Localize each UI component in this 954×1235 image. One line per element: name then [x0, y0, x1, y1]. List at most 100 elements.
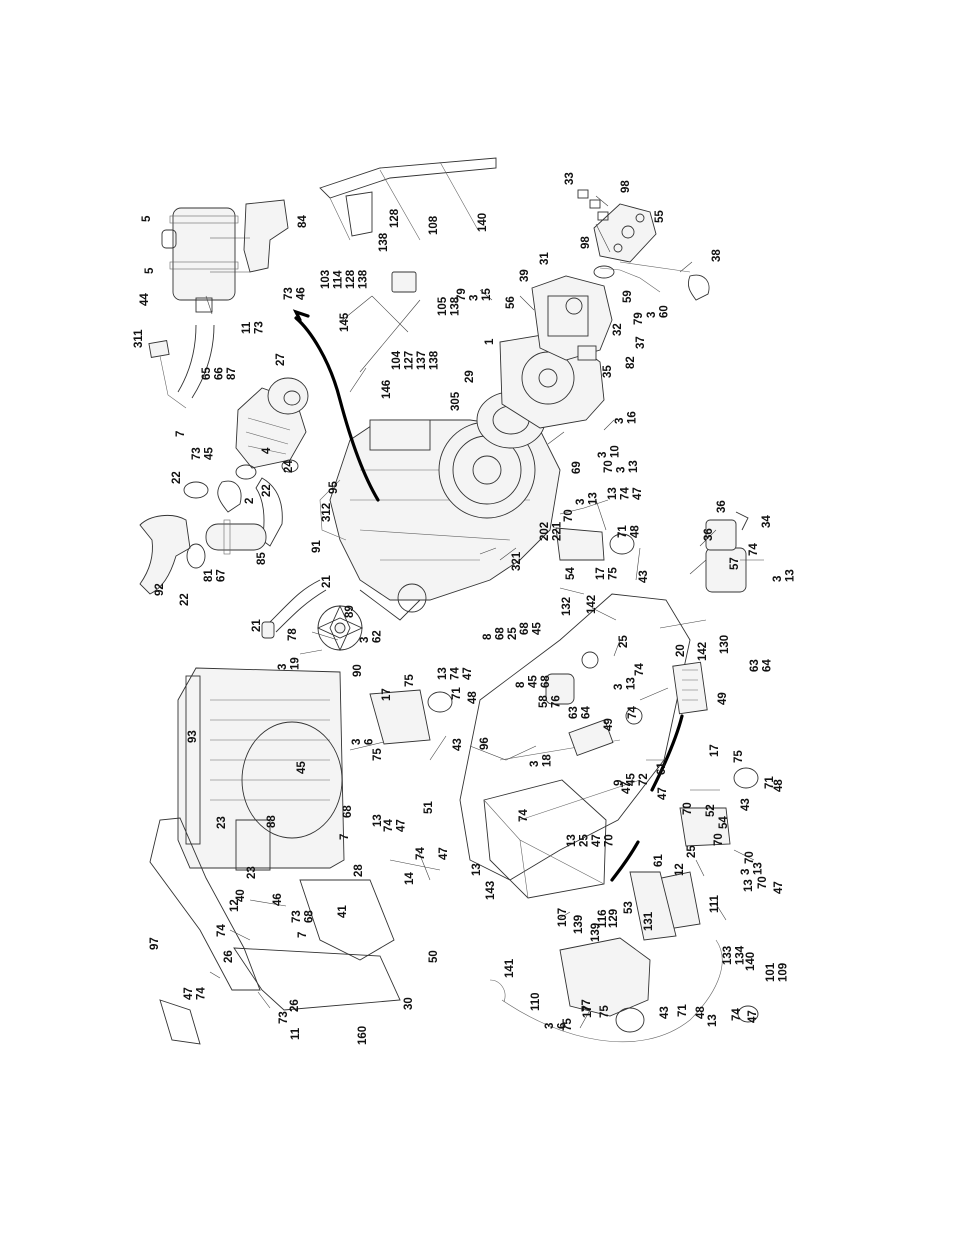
callout-number: 8: [482, 633, 494, 640]
callout-label: 98: [620, 180, 632, 193]
callout-number: 221: [552, 521, 564, 541]
callout-number: 68: [342, 805, 354, 818]
callout-label: 128: [389, 208, 401, 228]
callout-label: 25: [686, 845, 698, 858]
callout-label: 34: [761, 515, 773, 528]
callout-label: 101109: [765, 962, 790, 982]
callout-number: 48: [630, 525, 642, 538]
callout-number: 138: [378, 232, 390, 252]
callout-label: 13: [471, 863, 483, 876]
callout-number: 137: [416, 351, 428, 370]
callout-number: 7: [339, 834, 351, 840]
callout-number: 3: [616, 467, 628, 473]
callout-label: 13: [743, 879, 755, 892]
callout-label: 108: [428, 215, 440, 235]
callout-label: 6364: [568, 706, 593, 719]
callout-number: 64: [581, 706, 593, 719]
callout-number: 19: [290, 657, 302, 670]
callout-label: 75: [562, 1018, 574, 1031]
callout-label: 43: [452, 738, 464, 751]
callout-number: 75: [608, 567, 620, 580]
callout-number: 8: [515, 681, 527, 688]
callout-number: 129: [608, 909, 620, 928]
callout-number: 15: [481, 288, 493, 301]
callout-number: 25: [507, 627, 519, 640]
callout-number: 39: [519, 269, 531, 282]
callout-label: 23: [216, 816, 228, 829]
callout-label: 74: [415, 847, 427, 860]
callout-number: 17: [595, 567, 607, 580]
callout-label: 107: [557, 908, 569, 927]
cooling-fan: [316, 604, 364, 652]
callout-number: 71: [764, 776, 776, 789]
callout-label: 116: [597, 909, 609, 928]
callout-number: 6: [557, 1023, 569, 1029]
callout-label: 6364: [749, 659, 774, 672]
callout-number: 3: [613, 684, 625, 690]
callout-label: 75: [599, 1005, 611, 1018]
callout-number: 13: [607, 487, 619, 500]
callout-number: 4: [261, 447, 273, 454]
callout-number: 47: [438, 847, 450, 860]
callout-number: 3: [772, 576, 784, 582]
callout-label: 70: [757, 876, 769, 889]
callout-number: 74: [450, 667, 462, 680]
callout-label: 69: [571, 461, 583, 474]
callout-number: 74: [627, 706, 639, 719]
callout-label: 7148: [617, 525, 642, 538]
callout-label: 6845: [519, 622, 544, 635]
mount-bracket-left: [369, 689, 453, 745]
callout-number: 64: [762, 659, 774, 672]
callout-number: 25: [686, 845, 698, 858]
callout-label: 49: [717, 692, 729, 705]
callout-number: 45: [532, 622, 544, 635]
callout-label: 54: [565, 567, 577, 580]
callout-label: 71: [451, 687, 463, 700]
callout-number: 305: [450, 391, 462, 411]
callout-number: 13: [471, 863, 483, 876]
callout-number: 13: [588, 492, 600, 505]
callout-number: 55: [654, 210, 666, 223]
callout-label: 52: [705, 804, 717, 817]
callout-number: 47: [462, 667, 474, 680]
callout-number: 70: [744, 851, 756, 864]
callout-label: 110: [530, 992, 542, 1011]
callout-number: 47: [773, 881, 785, 894]
callout-number: 36: [716, 500, 728, 513]
callout-number: 146: [381, 380, 393, 399]
callout-number: 13: [626, 677, 638, 690]
callout-label: 141: [504, 958, 516, 978]
callout-number: 2: [244, 498, 256, 504]
callout-label: 656687: [201, 367, 238, 380]
callout-number: 87: [226, 367, 238, 380]
callout-label: 68: [342, 805, 354, 818]
callout-label: 111: [709, 894, 721, 913]
callout-number: 141: [504, 958, 516, 978]
callout-label: 22: [179, 593, 191, 606]
callout-number: 140: [745, 952, 757, 971]
callout-number: 82: [625, 356, 637, 369]
callout-label: 70: [563, 509, 575, 522]
callout-number: 60: [659, 305, 671, 318]
callout-label: 82: [625, 356, 637, 369]
callout-label: 7368: [291, 910, 316, 923]
callout-number: 43: [740, 798, 752, 811]
radiator: [177, 667, 345, 871]
callout-label: 1775: [595, 567, 620, 580]
callout-label: 23: [246, 866, 258, 879]
callout-label: 13254770: [566, 834, 616, 847]
callout-label: 86825: [482, 627, 519, 640]
muffler: [161, 207, 239, 313]
callout-number: 103: [320, 270, 332, 289]
callout-number: 132: [561, 597, 573, 616]
callout-number: 17: [381, 688, 393, 701]
callout-label: 142: [586, 595, 598, 614]
callout-number: 70: [682, 802, 694, 815]
callout-number: 59: [622, 290, 634, 303]
callout-label: 40: [235, 889, 247, 902]
callout-label: 45: [296, 761, 308, 774]
callout-number: 16: [627, 411, 639, 424]
callout-label: 70: [713, 833, 725, 846]
callout-number: 75: [733, 750, 745, 763]
callout-number: 68: [495, 627, 507, 640]
